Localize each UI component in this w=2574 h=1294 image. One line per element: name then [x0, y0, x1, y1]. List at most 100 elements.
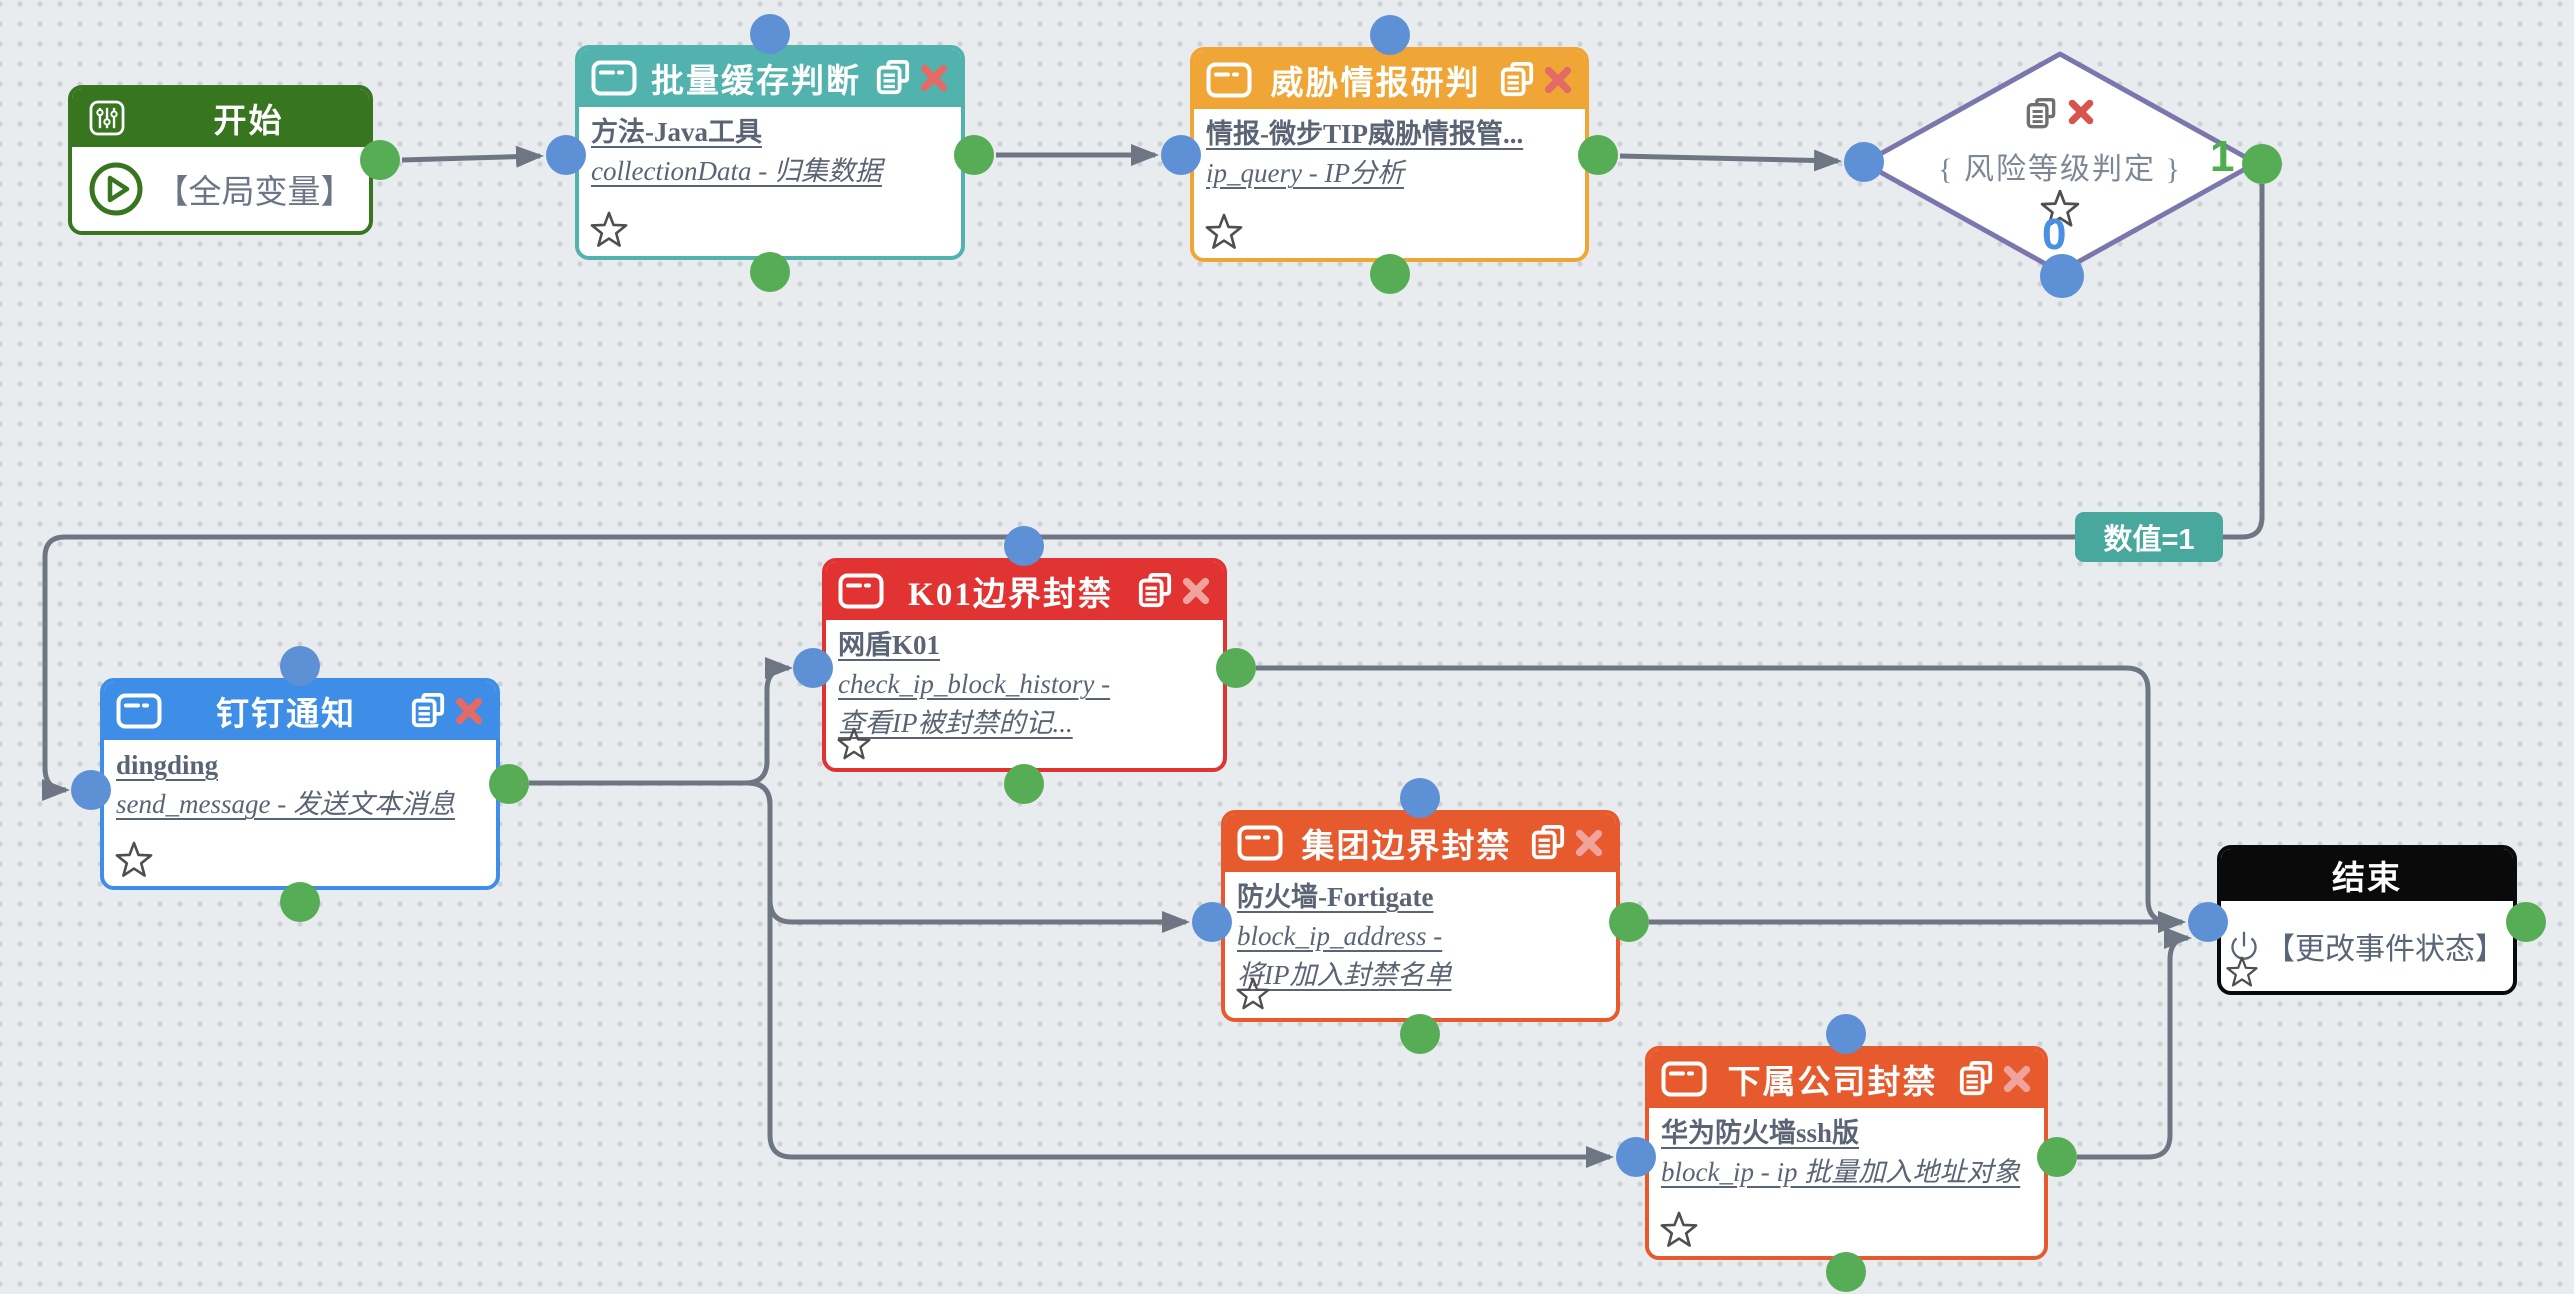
port-group-in[interactable]: [1192, 902, 1232, 942]
card-icon: [1237, 825, 1283, 861]
node-end-header: 结束: [2221, 849, 2513, 901]
node-action-link[interactable]: 查看IP被封禁的记...: [838, 708, 1073, 739]
port-dingding-bottom[interactable]: [280, 882, 320, 922]
port-cache-bottom[interactable]: [750, 252, 790, 292]
node-app-link[interactable]: dingding: [116, 750, 219, 780]
port-k01-bottom[interactable]: [1004, 764, 1044, 804]
port-decision-in[interactable]: [1844, 142, 1884, 182]
edge-start-cache[interactable]: [401, 145, 544, 168]
node-title: 威胁情报研判: [1270, 66, 1481, 102]
close-icon[interactable]: [454, 696, 484, 726]
node-title: 结束: [2332, 861, 2402, 897]
star-icon[interactable]: [2225, 955, 2259, 991]
node-app-link[interactable]: 情报-微步TIP威胁情报管...: [1206, 119, 1524, 149]
node-title: 集团边界封禁: [1301, 829, 1512, 865]
port-dingding-in[interactable]: [71, 770, 111, 810]
node-group[interactable]: 集团边界封禁 防火墙-Fortigate block_ip_address - …: [1221, 810, 1620, 1022]
node-app-link[interactable]: 方法-Java工具: [591, 117, 762, 147]
port-subsidiary-out[interactable]: [2037, 1137, 2077, 1177]
copy-icon[interactable]: [1137, 573, 1173, 609]
node-action-link[interactable]: send_message - 发送文本消息: [116, 789, 455, 820]
edge-condition-badge[interactable]: 数值=1: [2075, 512, 2223, 562]
node-action-link[interactable]: ip_query - IP分析: [1206, 158, 1404, 189]
node-decision[interactable]: { 风险等级判定 } 1 0: [1858, 50, 2262, 276]
close-icon[interactable]: [2067, 98, 2095, 126]
star-icon[interactable]: [1235, 976, 1271, 1014]
sliders-icon: [84, 100, 130, 136]
node-cache[interactable]: 批量缓存判断 方法-Java工具 collectionData - 归集数据: [575, 45, 965, 260]
copy-icon[interactable]: [1530, 825, 1566, 861]
branch-true-label: 1: [2210, 132, 2235, 181]
port-intel-out[interactable]: [1578, 135, 1618, 175]
close-icon[interactable]: [2002, 1064, 2032, 1094]
edge-dingding-group[interactable]: [529, 780, 1190, 933]
edge-subsidiary-end[interactable]: [2077, 927, 2192, 1160]
edge-dingding-k01[interactable]: [529, 657, 793, 786]
node-start-header: 开始: [72, 89, 369, 147]
port-k01-in[interactable]: [793, 648, 833, 688]
copy-icon[interactable]: [2025, 98, 2057, 130]
port-end-out[interactable]: [2506, 902, 2546, 942]
card-icon: [838, 573, 884, 609]
node-title: K01边界封禁: [908, 577, 1113, 613]
port-dingding-top[interactable]: [280, 646, 320, 686]
port-k01-top[interactable]: [1004, 526, 1044, 566]
port-intel-top[interactable]: [1370, 15, 1410, 55]
star-icon[interactable]: [114, 840, 154, 882]
port-intel-in[interactable]: [1161, 135, 1201, 175]
edge-decision-dingding[interactable]: [41, 184, 2265, 801]
node-app-link[interactable]: 华为防火墙ssh版: [1661, 1118, 1860, 1148]
node-title: 下属公司封禁: [1727, 1065, 1938, 1101]
node-action-link[interactable]: block_ip_address -: [1237, 921, 1443, 952]
node-end[interactable]: 结束 【更改事件状态】: [2217, 845, 2517, 995]
node-start[interactable]: 开始 【全局变量】: [68, 85, 373, 235]
node-intel[interactable]: 威胁情报研判 情报-微步TIP威胁情报管... ip_query - IP分析: [1190, 47, 1589, 262]
port-cache-in[interactable]: [546, 135, 586, 175]
port-subsidiary-bottom[interactable]: [1826, 1252, 1866, 1292]
star-icon[interactable]: [1659, 1210, 1699, 1252]
port-subsidiary-in[interactable]: [1616, 1137, 1656, 1177]
edge-dingding-subsidiary[interactable]: [529, 780, 1614, 1168]
copy-icon[interactable]: [410, 693, 446, 729]
port-group-top[interactable]: [1400, 778, 1440, 818]
port-group-out[interactable]: [1609, 902, 1649, 942]
close-icon[interactable]: [919, 63, 949, 93]
node-action-link[interactable]: 将IP加入封禁名单: [1237, 960, 1452, 991]
port-dingding-out[interactable]: [489, 764, 529, 804]
node-dingding[interactable]: 钉钉通知 dingding send_message - 发送文本消息: [100, 678, 500, 890]
close-icon[interactable]: [1574, 828, 1604, 858]
port-cache-out[interactable]: [954, 135, 994, 175]
port-decision-false[interactable]: [2040, 254, 2084, 298]
port-end-in[interactable]: [2188, 902, 2228, 942]
node-action-link[interactable]: block_ip - ip 批量加入地址对象: [1661, 1157, 2021, 1188]
node-app-link[interactable]: 防火墙-Fortigate: [1237, 882, 1434, 912]
port-subsidiary-top[interactable]: [1826, 1014, 1866, 1054]
port-group-bottom[interactable]: [1400, 1014, 1440, 1054]
star-icon[interactable]: [1204, 212, 1244, 254]
end-label: 【更改事件状态】: [2265, 933, 2505, 966]
node-k01[interactable]: K01边界封禁 网盾K01 check_ip_block_history - 查…: [822, 558, 1227, 772]
copy-icon[interactable]: [875, 60, 911, 96]
star-icon[interactable]: [836, 726, 872, 764]
play-icon: [88, 161, 144, 217]
close-icon[interactable]: [1181, 576, 1211, 606]
port-decision-true[interactable]: [2242, 144, 2282, 184]
node-action-link[interactable]: collectionData - 归集数据: [591, 156, 882, 187]
close-icon[interactable]: [1543, 65, 1573, 95]
star-icon[interactable]: [589, 210, 629, 252]
card-icon: [116, 693, 162, 729]
edge-intel-decision[interactable]: [1619, 149, 1842, 172]
node-title: 钉钉通知: [216, 697, 356, 733]
node-subsidiary[interactable]: 下属公司封禁 华为防火墙ssh版 block_ip - ip 批量加入地址对象: [1645, 1046, 2048, 1260]
copy-icon[interactable]: [1958, 1061, 1994, 1097]
start-label: 【全局变量】: [155, 175, 354, 211]
port-cache-top[interactable]: [750, 14, 790, 54]
node-app-link[interactable]: 网盾K01: [838, 630, 941, 660]
card-icon: [1206, 62, 1252, 98]
port-intel-bottom[interactable]: [1370, 254, 1410, 294]
copy-icon[interactable]: [1499, 62, 1535, 98]
node-action-link[interactable]: check_ip_block_history -: [838, 669, 1111, 700]
port-k01-out[interactable]: [1216, 648, 1256, 688]
port-start-out[interactable]: [360, 140, 400, 180]
